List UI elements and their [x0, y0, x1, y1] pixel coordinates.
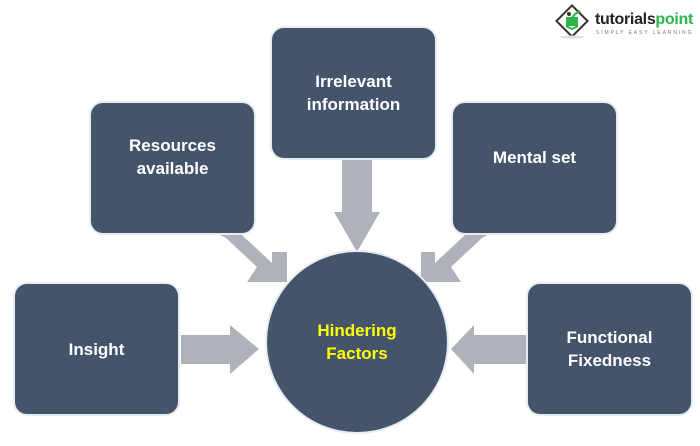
factor-label-line2: information [306, 95, 401, 114]
factor-box-irrelevant-information: Irrelevant information [272, 28, 435, 158]
logo-tagline: SIMPLY EASY LEARNING [596, 30, 694, 36]
arrow-irrelevant [334, 160, 380, 252]
factor-label-line1: Irrelevant [315, 72, 392, 91]
center-circle-hindering-factors: Hindering Factors [267, 252, 447, 432]
logo-emblem-icon [555, 4, 589, 39]
factor-label-line1: Functional [566, 328, 653, 347]
factor-box-mental-set: Mental set [453, 103, 616, 233]
arrow-resources [218, 234, 287, 282]
arrow-insight [181, 325, 259, 374]
logo-wordmark: tutorialspoint [595, 11, 693, 29]
arrow-mental [421, 234, 489, 282]
factor-box-insight: Insight [15, 284, 178, 414]
factor-box-functional-fixedness: Functional Fixedness [528, 284, 691, 414]
factor-label-line1: Mental set [492, 147, 577, 167]
factor-label-line2: Fixedness [567, 351, 652, 370]
center-label-line1: Hindering [317, 321, 397, 340]
logo-brand-part2: point [655, 11, 694, 28]
factor-label-line2: available [136, 159, 209, 178]
arrow-functional [451, 325, 527, 374]
tutorialspoint-logo: tutorialspoint SIMPLY EASY LEARNING [555, 4, 697, 42]
factor-label-line1: Resources [129, 136, 216, 155]
factor-label-line1: Insight [68, 339, 125, 359]
center-label-line2: Factors [326, 344, 388, 363]
logo-brand-part1: tutorials [595, 11, 656, 28]
factor-box-resources-available: Resources available [91, 103, 254, 233]
